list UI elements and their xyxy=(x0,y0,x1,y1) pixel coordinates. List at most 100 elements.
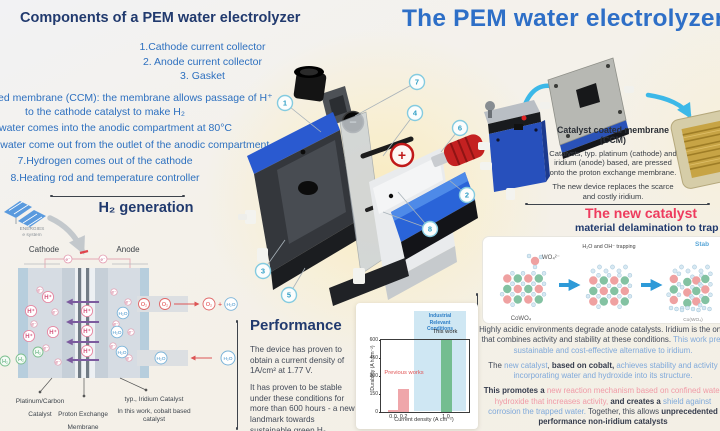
cathode-end-plate xyxy=(238,112,357,290)
solar-panel-icon xyxy=(4,201,46,228)
h2-generation-title: H₂ generation xyxy=(98,200,194,216)
previous-works-label: Previous works xyxy=(384,370,424,376)
membrane-label: Proton Exchange Membrane xyxy=(58,411,108,431)
list-item: 1.Cathode current collector xyxy=(139,41,266,53)
y-tick-label: 0 xyxy=(375,409,378,415)
components-list-bottom: Catalyst coated membrane (CCM): the memb… xyxy=(0,92,275,188)
oxygen-outflow: O₂ O₂ O₂ + H₂O xyxy=(138,297,238,311)
new-catalyst-text: Highly acidic environments degrade anode… xyxy=(478,325,720,431)
cowo4x-label: Co(WO₄) xyxy=(683,317,703,323)
svg-text:e⁻: e⁻ xyxy=(112,290,118,295)
svg-text:H₂O: H₂O xyxy=(117,350,126,356)
list-item: 3. Gasket xyxy=(180,70,225,82)
external-circuit xyxy=(24,249,148,268)
chart-bar-0.2 xyxy=(398,389,410,412)
performance-text: The device has proven to obtain a curren… xyxy=(250,345,357,431)
section-divider xyxy=(237,322,238,428)
flow-arrow xyxy=(47,215,85,255)
marker-1: 1 xyxy=(276,94,294,112)
section-divider xyxy=(527,204,708,205)
svg-text:+: + xyxy=(398,147,406,163)
x-tick-label: 0.0 xyxy=(389,414,397,420)
list-item: The water comes into the anodic compartm… xyxy=(0,122,232,134)
this-work-label: This work xyxy=(432,329,458,335)
components-title: Components of a PEM water electrolyzer xyxy=(20,10,301,26)
nc-paragraph-3: This promotes a new reaction mechanism b… xyxy=(483,386,720,427)
components-list-top: 1.Cathode current collector 2. Anode cur… xyxy=(95,40,310,84)
svg-text:O₂: O₂ xyxy=(141,302,147,308)
svg-text:7: 7 xyxy=(415,78,419,87)
marker-6: 6 xyxy=(451,119,469,137)
svg-text:e⁻: e⁻ xyxy=(44,346,50,351)
gasket-plate-photo xyxy=(540,57,634,159)
y-tick-label: 600 xyxy=(369,337,378,343)
cathode-label: Cathode xyxy=(28,245,60,254)
marker-2: 2 xyxy=(458,186,476,204)
arrow-plate-to-ccm xyxy=(645,92,692,119)
svg-text:H⁺: H⁺ xyxy=(49,329,57,336)
svg-text:4: 4 xyxy=(413,109,418,118)
marker-5: 5 xyxy=(280,286,298,304)
trapping-label: H₂O and OH⁻ trapping xyxy=(582,244,635,250)
chart-bar-0.0 xyxy=(387,409,399,412)
chart-bar-1.0 xyxy=(440,340,452,412)
electrolysis-cell-diagram: e⁻ e⁻ e⁻ e⁻ e⁻ e⁻ e⁻ e⁻ e⁻ e⁻ e⁻ e⁻ e⁻ H… xyxy=(0,249,238,398)
nc-paragraph-2: The new catalyst, based on cobalt, achie… xyxy=(488,360,718,381)
svg-text:3: 3 xyxy=(261,267,265,276)
anode-label: Anode xyxy=(116,245,140,254)
svg-text:H⁺: H⁺ xyxy=(83,308,91,315)
section-divider xyxy=(52,196,183,197)
platinum-catalyst-label: Platinum/Carbon Catalyst xyxy=(15,398,65,418)
new-catalyst-subtitle: material delamination to trap water xyxy=(575,222,720,234)
crystal-structure-trapping xyxy=(585,264,633,309)
marker-8: 8 xyxy=(421,220,439,238)
crystal-structure-stable xyxy=(666,264,713,313)
ccm-photo xyxy=(670,108,720,189)
svg-text:H⁺: H⁺ xyxy=(44,294,52,301)
water-particles: H₂O H₂O H₂O xyxy=(110,306,130,359)
new-catalyst-title: The new catalyst xyxy=(585,205,698,221)
assembled-cell-photo xyxy=(478,100,550,200)
page-title: The PEM water electrolyzer xyxy=(402,5,720,32)
plus-terminal-badge: + xyxy=(389,142,415,168)
cowo4-label: CoWO₄ xyxy=(511,316,532,322)
svg-text:O₂: O₂ xyxy=(162,302,168,308)
svg-text:e⁻: e⁻ xyxy=(32,322,38,327)
list-item: 2. Anode current collector xyxy=(142,55,263,68)
proton-flow-arrows xyxy=(65,298,99,364)
y-tick-label: 150 xyxy=(369,391,378,397)
svg-text:H₂O: H₂O xyxy=(112,330,121,336)
wo4-label: WO₄²⁻ xyxy=(542,255,560,261)
svg-text:H₂: H₂ xyxy=(2,359,8,365)
svg-text:e⁻: e⁻ xyxy=(129,330,135,335)
marker-4: 4 xyxy=(406,104,424,122)
svg-text:H₂O: H₂O xyxy=(223,356,232,362)
svg-text:H₂O: H₂O xyxy=(226,302,235,308)
svg-text:H⁺: H⁺ xyxy=(25,333,33,340)
svg-text:H⁺: H⁺ xyxy=(27,308,35,315)
svg-text:e⁻: e⁻ xyxy=(111,344,117,349)
performance-p1: The device has proven to obtain a curren… xyxy=(250,345,345,376)
list-item: 8.Heating rod and temperature controller xyxy=(10,171,200,184)
svg-text:6: 6 xyxy=(458,124,462,133)
y-tick-label: 450 xyxy=(369,355,378,361)
hydrogen-particles: H₂ H₂ H₂ xyxy=(0,346,44,367)
performance-title: Performance xyxy=(250,317,342,334)
svg-text:H⁺: H⁺ xyxy=(83,348,91,355)
list-item: Oxygen and water come out from the outle… xyxy=(0,138,270,151)
y-tick-label: 300 xyxy=(369,373,378,379)
crystal-structures: WO₄²⁻ H₂O and OH⁻ trapping Stab CoWO₄ Co… xyxy=(499,241,713,323)
ccm-p1: Catalysts, typ. platinum (cathode) and i… xyxy=(549,149,677,177)
svg-text:e⁻: e⁻ xyxy=(53,310,59,315)
performance-p2: It has proven to be stable under these c… xyxy=(250,382,355,431)
ccm-p2: The new device replaces the scarce and c… xyxy=(552,182,674,201)
durability-chart: Industrial Relevant Conditions This work… xyxy=(356,303,478,429)
marker-3: 3 xyxy=(254,262,272,280)
svg-text:e⁻: e⁻ xyxy=(127,356,133,361)
industrial-conditions-region xyxy=(414,311,466,411)
component-photos xyxy=(478,57,720,200)
svg-text:H₂O: H₂O xyxy=(118,311,127,317)
electron-particles: e⁻ e⁻ e⁻ e⁻ e⁻ e⁻ e⁻ e⁻ e⁻ e⁻ e⁻ e⁻ e⁻ xyxy=(30,254,135,366)
